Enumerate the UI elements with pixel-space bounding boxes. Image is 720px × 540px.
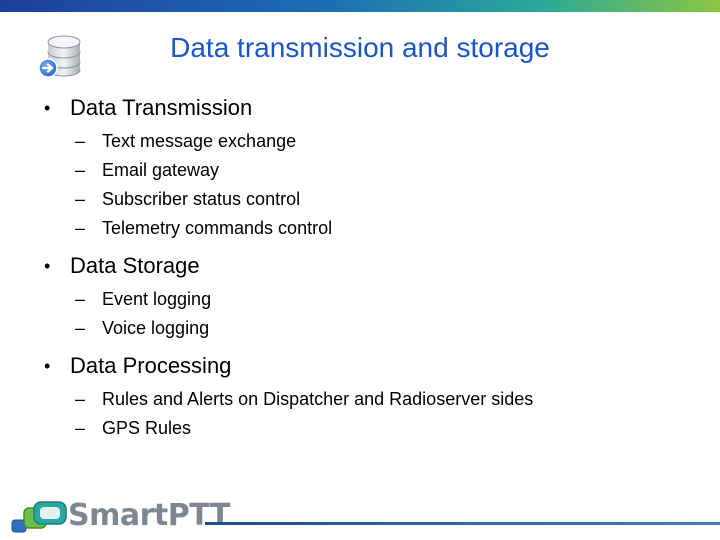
bullet-heading: • Data Storage [44,251,704,281]
dash-glyph: – [75,160,86,180]
list-item-text: Event logging [102,289,212,309]
heading-text: Data Processing [70,353,232,378]
section-data-transmission: • Data Transmission –Text message exchan… [44,93,704,243]
list-item-text: Rules and Alerts on Dispatcher and Radio… [102,389,534,409]
header-gradient-bar [0,0,720,12]
list-item-text: Telemetry commands control [102,218,333,238]
list-item: –Subscriber status control [44,185,704,214]
dash-glyph: – [75,418,86,438]
dash-glyph: – [75,218,86,238]
section-data-storage: • Data Storage –Event logging –Voice log… [44,251,704,343]
list-item: –Rules and Alerts on Dispatcher and Radi… [44,385,704,414]
list-item-text: Subscriber status control [102,189,301,209]
dash-glyph: – [75,389,86,409]
list-item: –Event logging [44,285,704,314]
bullet-heading: • Data Processing [44,351,704,381]
list-item-text: Email gateway [102,160,220,180]
section-data-processing: • Data Processing –Rules and Alerts on D… [44,351,704,443]
bullet-glyph: • [44,255,51,276]
list-item-text: Text message exchange [102,131,297,151]
list-item-text: Voice logging [102,318,210,338]
list-item: –Text message exchange [44,127,704,156]
sub-list: –Rules and Alerts on Dispatcher and Radi… [44,385,704,443]
list-item: –GPS Rules [44,414,704,443]
bullet-heading: • Data Transmission [44,93,704,123]
sub-list: –Text message exchange –Email gateway –S… [44,127,704,243]
bullet-glyph: • [44,97,51,118]
dash-glyph: – [75,289,86,309]
heading-text: Data Storage [70,253,200,278]
slide-title: Data transmission and storage [170,32,550,63]
database-arrow-icon [38,35,81,78]
list-item: –Voice logging [44,314,704,343]
dash-glyph: – [75,318,86,338]
heading-text: Data Transmission [70,95,253,120]
smartptt-logo-text: SmartPTT [68,498,230,533]
bullet-glyph: • [44,355,51,376]
dash-glyph: – [75,189,86,209]
list-item-text: GPS Rules [102,418,192,438]
slide-content: • Data Transmission –Text message exchan… [44,93,704,451]
smartptt-logo-icon [11,501,67,533]
sub-list: –Event logging –Voice logging [44,285,704,343]
footer-divider [205,522,720,525]
list-item: –Telemetry commands control [44,214,704,243]
list-item: –Email gateway [44,156,704,185]
dash-glyph: – [75,131,86,151]
